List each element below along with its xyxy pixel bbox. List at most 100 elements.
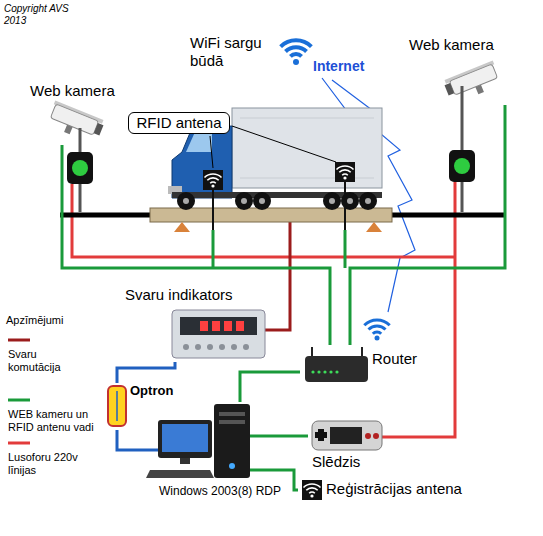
wire-connector bbox=[290, 435, 308, 438]
device-label: Slēdzis bbox=[312, 453, 360, 471]
wire-connector bbox=[240, 372, 300, 402]
web-camera bbox=[445, 83, 455, 95]
router bbox=[305, 347, 368, 382]
scale-indicator bbox=[200, 321, 208, 331]
computer bbox=[219, 420, 245, 424]
indicator-node: Svaru indikators bbox=[122, 284, 272, 362]
router bbox=[317, 370, 320, 373]
rfid-antenna-icon bbox=[203, 170, 223, 190]
wire-connector bbox=[290, 470, 298, 490]
wifi-icon bbox=[281, 40, 312, 56]
truck bbox=[259, 198, 265, 204]
lamp-wire bbox=[72, 182, 455, 437]
truck bbox=[323, 192, 341, 210]
traffic-light bbox=[449, 150, 475, 182]
scale-indicator bbox=[231, 344, 237, 350]
wire-connector bbox=[350, 105, 505, 345]
traffic-light bbox=[72, 160, 88, 176]
camera-node: Web kamera bbox=[28, 82, 120, 145]
truck bbox=[177, 192, 195, 210]
web-camera bbox=[449, 64, 497, 95]
leader-line bbox=[210, 126, 336, 168]
truck bbox=[341, 192, 359, 210]
optron-wire bbox=[150, 449, 158, 452]
scale-platform bbox=[150, 208, 392, 222]
legend-heading: Apzīmējumi bbox=[6, 314, 63, 327]
traffic-light bbox=[67, 152, 93, 184]
web-camera bbox=[46, 100, 106, 144]
truck bbox=[186, 132, 212, 152]
router bbox=[311, 370, 338, 373]
leader-line bbox=[232, 126, 336, 162]
copyright-note: Copyright AVS 2013 bbox=[4, 3, 80, 27]
antenna-wire bbox=[212, 230, 215, 268]
router bbox=[361, 347, 363, 356]
web-camera bbox=[443, 60, 503, 104]
callout-text: RFID antena bbox=[136, 114, 221, 132]
computer bbox=[219, 412, 245, 416]
antenna-post bbox=[344, 182, 346, 230]
device-label: Web kamera bbox=[30, 82, 115, 100]
truck bbox=[241, 198, 247, 204]
router bbox=[311, 370, 314, 373]
computer bbox=[146, 404, 250, 478]
scale-support bbox=[174, 222, 190, 232]
truck bbox=[183, 198, 189, 204]
rfid-antenna-icon bbox=[335, 162, 355, 182]
scale-indicator bbox=[212, 321, 220, 331]
legend-text: WEB kameru un RFID antenu vadi bbox=[8, 408, 104, 434]
network-label: Internet bbox=[313, 58, 364, 75]
traffic-light bbox=[67, 152, 93, 184]
device-label: Windows 2003(8) RDP bbox=[159, 484, 281, 498]
scale-wire bbox=[265, 222, 290, 330]
truck bbox=[347, 198, 353, 204]
router bbox=[323, 370, 326, 373]
router bbox=[311, 347, 313, 356]
antenna-wire bbox=[250, 435, 290, 438]
scale-indicator bbox=[207, 344, 213, 350]
switch bbox=[373, 433, 379, 439]
scale-indicator bbox=[172, 310, 265, 358]
scale-indicator bbox=[219, 344, 225, 350]
switch bbox=[312, 421, 382, 450]
truck bbox=[359, 192, 377, 210]
legend-text: Svaru komutācija bbox=[8, 348, 80, 374]
optron bbox=[108, 386, 126, 426]
antenna-wire bbox=[250, 469, 290, 472]
device-label: Optron bbox=[130, 383, 173, 399]
legend-text: Lusoforu 220v līnijas bbox=[8, 451, 92, 477]
lamp-wire bbox=[72, 184, 455, 257]
switch bbox=[365, 433, 371, 439]
computer bbox=[162, 424, 208, 452]
router bbox=[335, 370, 338, 373]
wifi-icon bbox=[375, 336, 380, 341]
antenna-node: Reģistrācijas antena bbox=[298, 478, 493, 502]
web-camera bbox=[64, 125, 73, 135]
truck bbox=[365, 198, 371, 204]
lamp-wire bbox=[382, 182, 455, 437]
computer bbox=[146, 470, 214, 478]
scale-indicator bbox=[183, 344, 249, 350]
legend-sample bbox=[8, 399, 30, 402]
traffic-light bbox=[449, 150, 475, 182]
router bbox=[329, 370, 332, 373]
device-label: Web kamera bbox=[409, 36, 494, 54]
scale-indicator bbox=[183, 344, 189, 350]
switch bbox=[312, 421, 382, 450]
web-camera bbox=[50, 104, 98, 135]
web-camera bbox=[94, 123, 104, 135]
scale-indicator bbox=[180, 317, 257, 335]
wire-connector bbox=[117, 430, 150, 450]
antenna-post bbox=[212, 190, 214, 230]
truck bbox=[253, 192, 271, 210]
truck bbox=[235, 192, 253, 210]
antenna-wire bbox=[344, 230, 347, 268]
scale-indicator bbox=[243, 344, 249, 350]
wifi-icon bbox=[364, 320, 389, 334]
scale-wire bbox=[265, 222, 290, 330]
scale-indicator bbox=[224, 321, 232, 331]
scale-indicator bbox=[200, 321, 244, 331]
optron-node: Optron bbox=[104, 383, 182, 430]
optron bbox=[116, 391, 118, 421]
